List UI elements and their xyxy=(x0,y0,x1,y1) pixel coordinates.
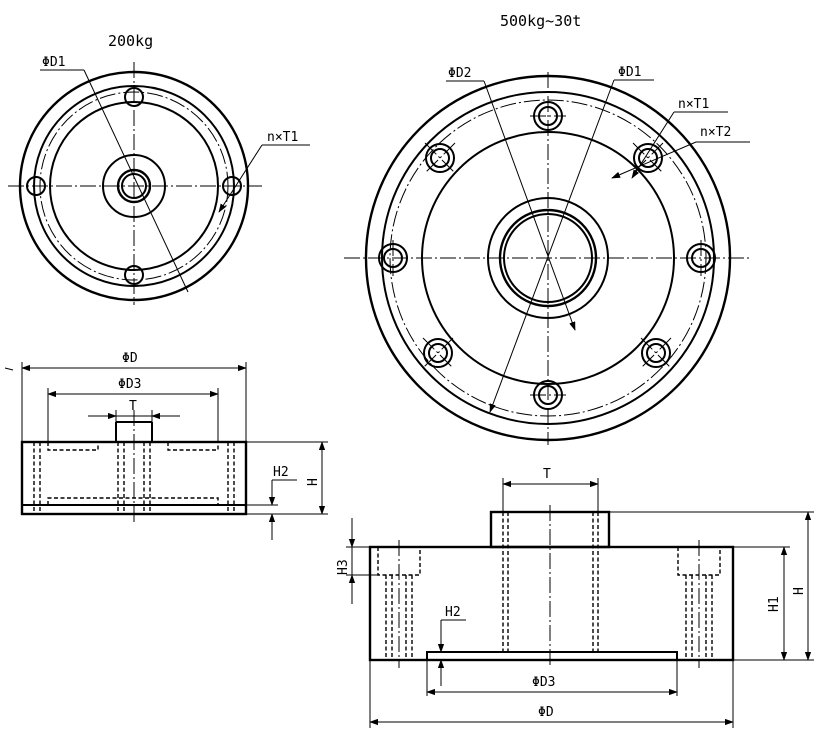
small-bolt-hole-top xyxy=(124,87,144,107)
large-outer-rim xyxy=(364,74,732,442)
small-nt1-label: n×T1 xyxy=(267,130,298,145)
large-h2-label: H2 xyxy=(445,605,461,620)
small-outer-rim xyxy=(18,70,250,302)
small-hidden-recess-right xyxy=(167,442,219,451)
large-nt2-label: n×T2 xyxy=(700,125,731,140)
small-bolt-hole-right xyxy=(222,176,242,196)
large-h-label: H xyxy=(792,587,807,595)
large-bolt-hole-w xyxy=(378,240,408,276)
small-t-label: T xyxy=(129,399,137,414)
small-nt1-leader xyxy=(218,144,263,213)
small-top-view: ΦD1 n×T1 xyxy=(8,55,310,305)
title-500kg-30t: 500kg~30t xyxy=(500,12,581,30)
small-d3-label: ΦD3 xyxy=(118,377,141,392)
small-bore-thread xyxy=(121,173,147,199)
small-h2-label: H2 xyxy=(273,465,289,480)
small-hidden-bottom xyxy=(47,497,219,505)
small-d-label: ΦD xyxy=(122,351,138,366)
large-d-label: ΦD xyxy=(538,705,554,720)
large-t-label: T xyxy=(543,467,551,482)
large-side-view: T H3 H2 H1 H ΦD3 ΦD xyxy=(336,467,814,728)
small-h-label: H xyxy=(306,478,321,486)
large-bolt-hole-nw xyxy=(424,142,456,174)
small-side-margin-mark xyxy=(4,367,14,371)
small-bore xyxy=(116,168,152,204)
large-bolt-hole-n xyxy=(530,101,566,131)
small-hidden-recess-left xyxy=(47,442,99,451)
large-nt2-leader xyxy=(611,141,697,179)
small-bolt-circle xyxy=(39,91,229,281)
title-200kg: 200kg xyxy=(108,32,153,50)
large-h3-label: H3 xyxy=(336,559,351,575)
small-side-view: ΦD ΦD3 T H H2 xyxy=(4,351,328,540)
large-bolt-hole-s xyxy=(530,380,566,410)
large-face-ring xyxy=(421,131,675,385)
large-d2-label: ΦD2 xyxy=(448,66,471,81)
small-face-ring xyxy=(49,101,219,271)
large-bolt-hole-sw xyxy=(422,337,454,369)
large-d1-leader xyxy=(489,79,615,413)
large-bolt-hole-se xyxy=(640,337,672,369)
small-d1-label: ΦD1 xyxy=(42,55,65,70)
small-inner-rim xyxy=(33,85,235,287)
small-bolt-hole-left xyxy=(26,176,46,196)
large-d1-label: ΦD1 xyxy=(618,65,641,80)
small-hub xyxy=(102,154,166,218)
large-d2-leader xyxy=(483,80,576,331)
large-bore-inner xyxy=(503,213,593,303)
small-bolt-hole-bottom xyxy=(124,265,144,285)
large-d3-label: ΦD3 xyxy=(532,675,555,690)
large-bolt-circle xyxy=(389,99,707,417)
large-bore-outer xyxy=(498,208,598,308)
large-base-pad xyxy=(426,651,678,661)
large-bolt-hole-e xyxy=(686,240,716,276)
small-d1-leader xyxy=(83,69,189,293)
large-nt1-leader xyxy=(631,111,675,179)
large-nt1-label: n×T1 xyxy=(678,97,709,112)
large-top-view: ΦD2 ΦD1 n×T1 n×T2 xyxy=(344,65,752,445)
large-h1-label: H1 xyxy=(767,596,782,612)
large-hub xyxy=(487,197,609,319)
